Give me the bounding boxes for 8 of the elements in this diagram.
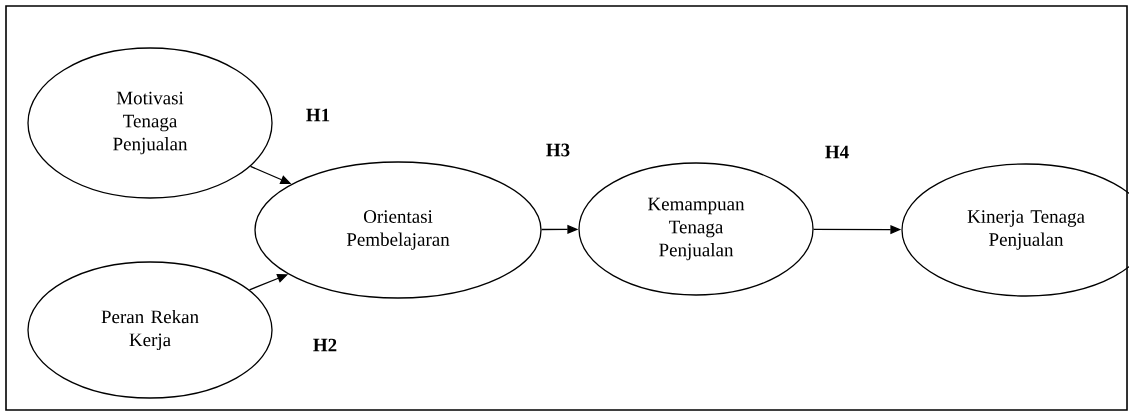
ellipse-node: Orientasi Pembelajaran xyxy=(254,161,542,299)
ellipse-node: Peran Rekan Kerja xyxy=(27,261,273,399)
ellipse-node: Motivasi Tenaga Penjualan xyxy=(27,47,273,199)
edge-label: H1 xyxy=(304,107,332,123)
edge-label: H3 xyxy=(544,142,572,158)
ellipse-node: Kemampuan Tenaga Penjualan xyxy=(578,162,814,296)
edge-label: H2 xyxy=(311,337,339,353)
edge-label: H4 xyxy=(823,144,851,160)
